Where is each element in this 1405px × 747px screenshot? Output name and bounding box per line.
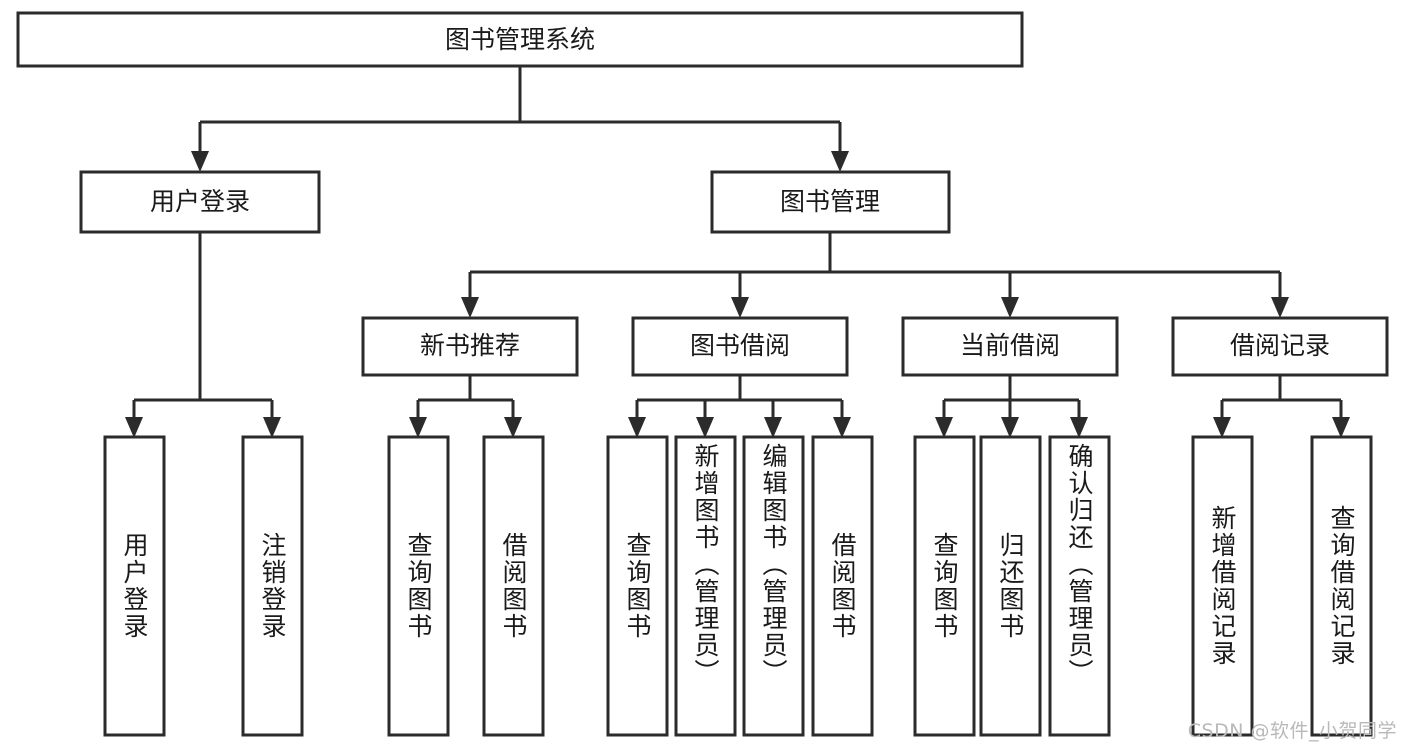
leaf-box-query-book-3[interactable] — [913, 435, 976, 737]
node-current-borrow-box[interactable] — [901, 316, 1119, 377]
node-book-manage-box[interactable] — [710, 170, 951, 234]
leaf-box-edit-book[interactable] — [742, 435, 805, 737]
watermark-text: CSDN @软件_小贺同学 — [1187, 720, 1397, 742]
connector-group-root — [198, 66, 842, 152]
leaf-box-user-logout[interactable] — [241, 435, 304, 737]
connector-group-book-borrow — [635, 375, 844, 418]
node-book-borrow-label: 图书借阅 — [690, 331, 790, 360]
leaf-box-query-record[interactable] — [1310, 435, 1373, 737]
node-current-borrow-label: 当前借阅 — [960, 331, 1060, 360]
leaf-box-query-book-1[interactable] — [387, 435, 450, 737]
leaf-box-borrow-book-1[interactable] — [482, 435, 545, 737]
node-user-login-box[interactable] — [79, 170, 321, 234]
node-root-box[interactable] — [16, 11, 1024, 68]
leaf-box-user-login[interactable] — [103, 435, 166, 737]
node-user-login-label: 用户登录 — [150, 187, 250, 216]
node-book-borrow-box[interactable] — [631, 316, 849, 377]
connector-group-borrow-record — [1220, 375, 1343, 418]
leaf-box-add-book[interactable] — [674, 435, 737, 737]
connector-group-user-login — [132, 232, 274, 418]
node-root-label: 图书管理系统 — [445, 25, 595, 54]
leaf-box-query-book-2[interactable] — [606, 435, 669, 737]
connector-group-current-borrow — [942, 375, 1081, 418]
node-current-borrow[interactable]: 当前借阅 — [901, 316, 1119, 377]
node-book-manage[interactable]: 图书管理 — [710, 170, 951, 234]
leaf-boxes[interactable] — [103, 435, 1373, 737]
node-book-manage-label: 图书管理 — [780, 187, 880, 216]
node-new-book-recommend[interactable]: 新书推荐 — [361, 316, 579, 377]
connector-group-new-book-recommend — [416, 375, 515, 418]
node-borrow-record[interactable]: 借阅记录 — [1171, 316, 1389, 377]
node-borrow-record-label: 借阅记录 — [1230, 331, 1330, 360]
node-user-login[interactable]: 用户登录 — [79, 170, 321, 234]
leaf-box-borrow-book-2[interactable] — [811, 435, 874, 737]
node-new-book-recommend-label: 新书推荐 — [420, 331, 520, 360]
leaf-box-return-book[interactable] — [979, 435, 1042, 737]
leaf-box-add-record[interactable] — [1191, 435, 1254, 737]
node-borrow-record-box[interactable] — [1171, 316, 1389, 377]
node-new-book-recommend-box[interactable] — [361, 316, 579, 377]
node-book-borrow[interactable]: 图书借阅 — [631, 316, 849, 377]
leaf-box-confirm-return[interactable] — [1048, 435, 1111, 737]
node-root[interactable]: 图书管理系统 — [16, 11, 1024, 68]
connector-group-book-manage — [468, 232, 1282, 298]
